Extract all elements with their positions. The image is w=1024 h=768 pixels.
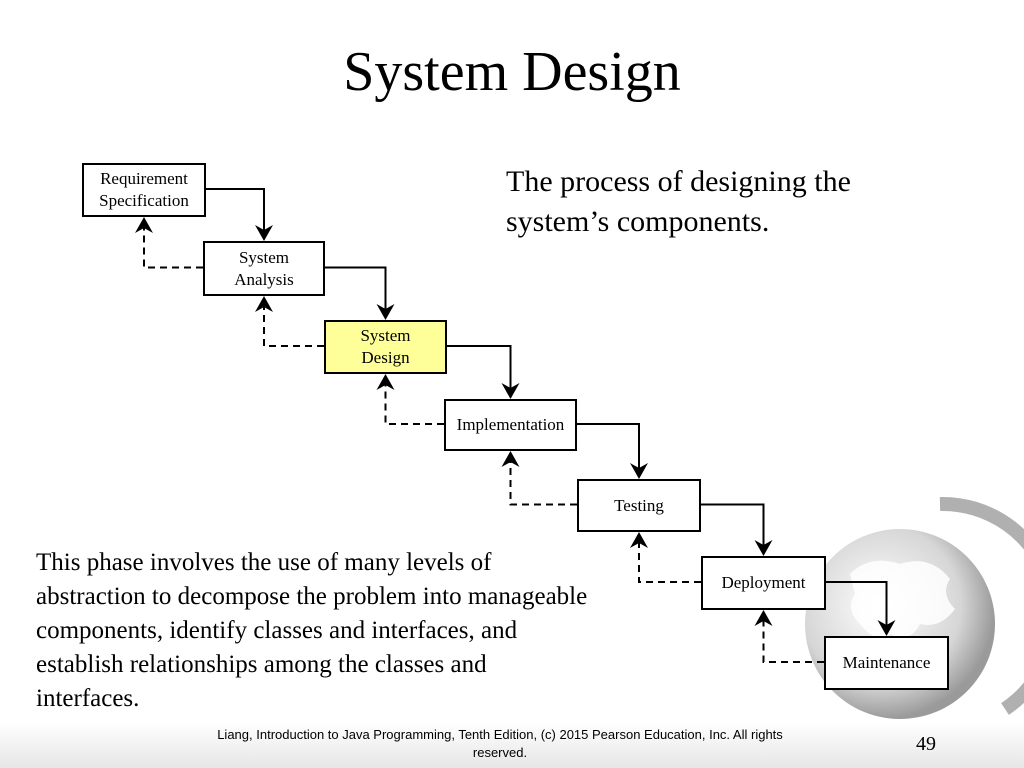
step-system-analysis: System Analysis: [203, 241, 325, 296]
feedback-connector: [762, 614, 824, 663]
forward-arrow-icon: [877, 620, 896, 636]
forward-connector: [577, 423, 640, 477]
step-label: System Design: [360, 326, 411, 367]
feedback-connector: [638, 536, 701, 583]
forward-arrow-icon: [376, 304, 395, 320]
feedback-connector: [263, 300, 324, 347]
step-label: Deployment: [721, 573, 806, 592]
feedback-connector: [143, 221, 203, 269]
step-label: System Analysis: [234, 247, 294, 289]
feedback-arrow-icon: [630, 532, 648, 548]
step-label: Implementation: [456, 415, 565, 434]
step-label: Testing: [614, 495, 664, 515]
feedback-connector: [509, 455, 577, 506]
page-number: 49: [916, 733, 936, 755]
step-testing: Testing: [577, 479, 701, 532]
footer-credit: Liang, Introduction to Java Programming,…: [217, 727, 783, 760]
feedback-arrow-icon: [376, 374, 395, 390]
forward-arrow-icon: [630, 463, 648, 479]
forward-connector: [206, 188, 265, 239]
forward-connector: [701, 503, 765, 554]
forward-connector: [447, 345, 512, 397]
forward-connector: [826, 581, 888, 634]
forward-arrow-icon: [501, 383, 520, 399]
phase-body-text: This phase involves the use of many leve…: [36, 549, 588, 712]
step-label: Maintenance: [842, 653, 931, 672]
feedback-arrow-icon: [754, 610, 773, 626]
step-requirement-specification: Requirement Specification: [82, 163, 206, 217]
step-system-design: System Design: [324, 320, 447, 374]
step-implementation: Implementation: [444, 399, 577, 451]
forward-connector: [325, 266, 387, 318]
step-deployment: Deployment: [701, 556, 826, 610]
phase-description: The process of designing the system’s co…: [506, 165, 851, 238]
feedback-connector: [384, 378, 444, 425]
feedback-arrow-icon: [135, 217, 153, 233]
forward-arrow-icon: [255, 225, 273, 241]
forward-arrow-icon: [754, 540, 773, 556]
step-label: Requirement Specification: [99, 169, 189, 210]
feedback-arrow-icon: [255, 296, 273, 312]
footer-band: [0, 722, 1024, 768]
slide-title: System Design: [343, 41, 681, 103]
step-maintenance: Maintenance: [824, 636, 949, 690]
feedback-arrow-icon: [501, 451, 520, 467]
